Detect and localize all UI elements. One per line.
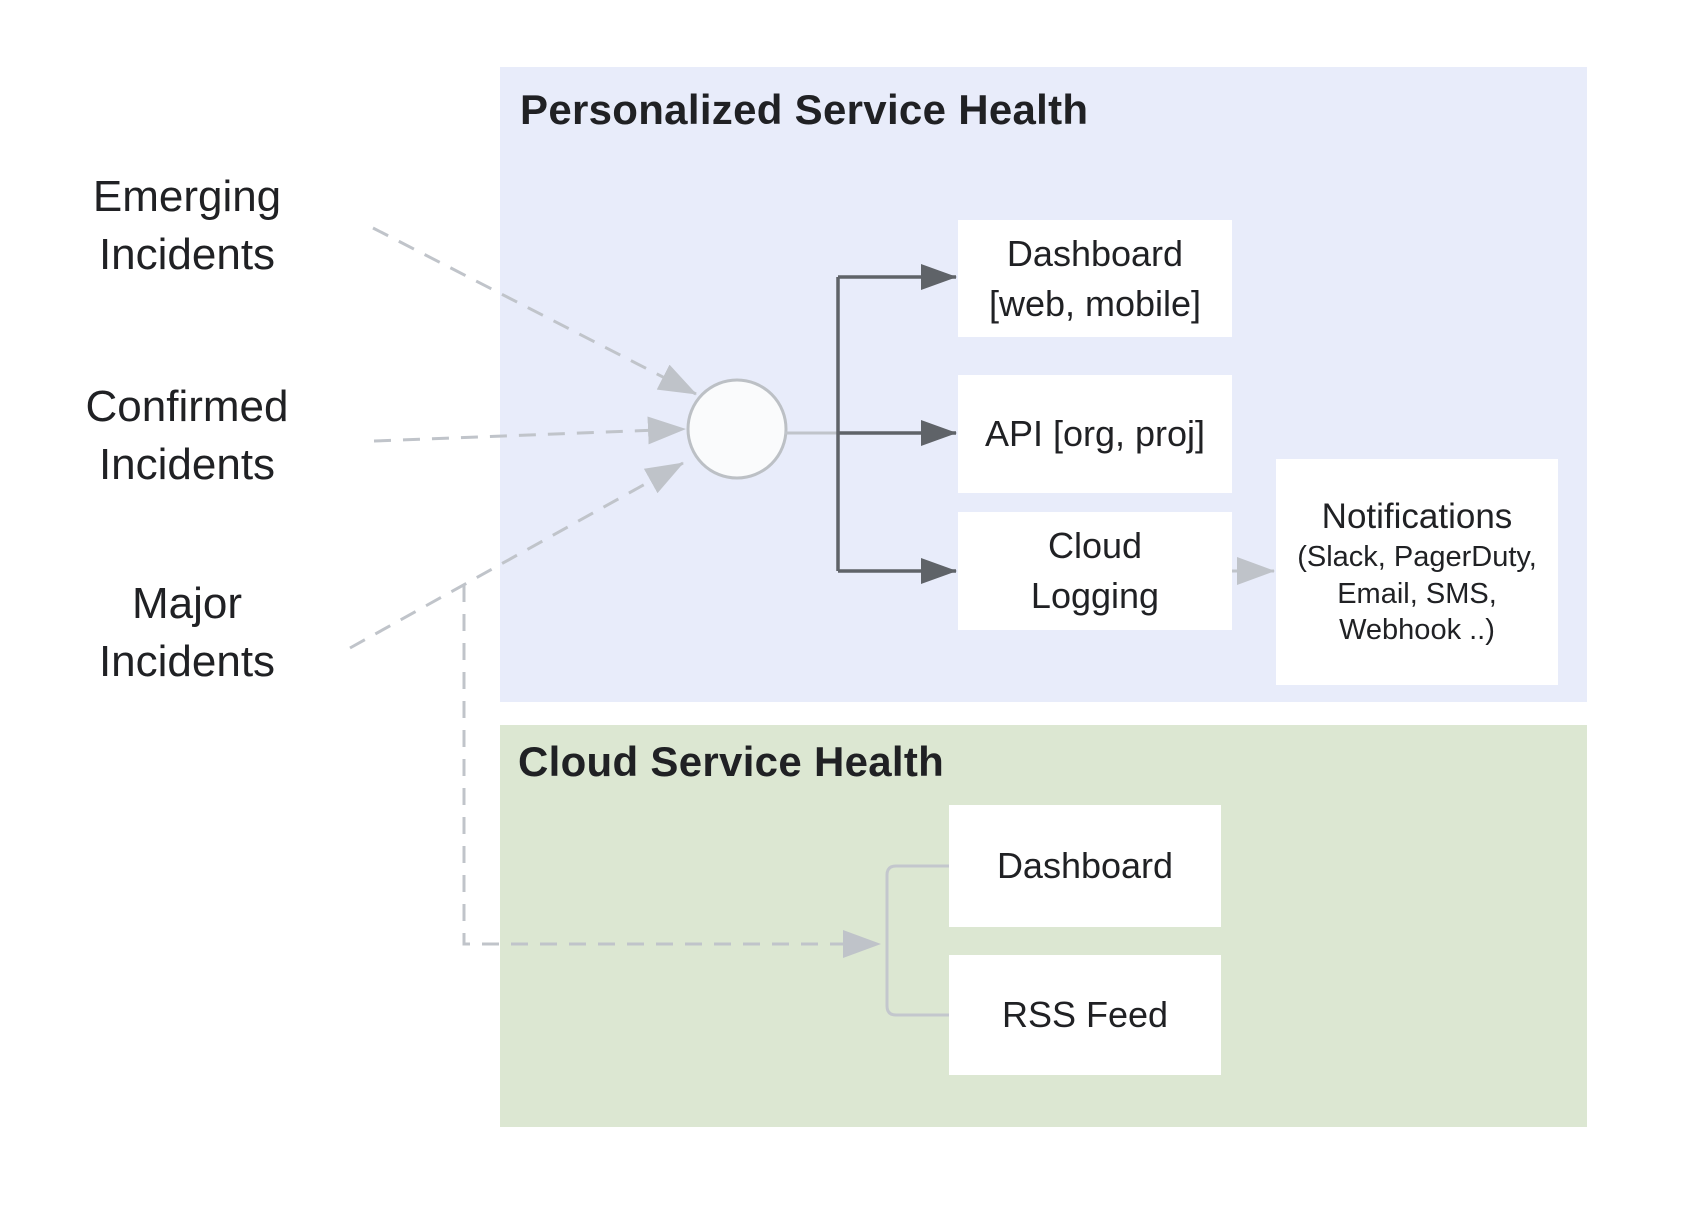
box-dashboard-web-mobile-label: Dashboard [web, mobile] bbox=[988, 232, 1202, 324]
notifications-title: Notifications bbox=[1321, 497, 1513, 537]
box-api-org-proj: API [org, proj] bbox=[958, 375, 1232, 493]
box-rss-feed: RSS Feed bbox=[949, 955, 1221, 1075]
personalized-panel-title: Personalized Service Health bbox=[520, 86, 1089, 133]
label-major-incidents: Major Incidents bbox=[98, 579, 276, 687]
label-confirmed-incidents: Confirmed Incidents bbox=[85, 382, 289, 490]
box-dashboard-web-mobile: Dashboard [web, mobile] bbox=[958, 220, 1232, 337]
box-cloud-dashboard: Dashboard bbox=[949, 805, 1221, 927]
box-notifications: Notifications (Slack, PagerDuty, Email, … bbox=[1276, 459, 1558, 685]
box-api-org-proj-label: API [org, proj] bbox=[984, 413, 1206, 455]
box-cloud-dashboard-label: Dashboard bbox=[996, 845, 1174, 887]
label-emerging-incidents: Emerging Incidents bbox=[92, 172, 282, 280]
box-rss-feed-label: RSS Feed bbox=[1001, 994, 1169, 1036]
cloud-panel-title: Cloud Service Health bbox=[518, 738, 945, 785]
box-cloud-logging-label: Cloud Logging bbox=[1030, 525, 1160, 616]
notifications-channels: (Slack, PagerDuty, Email, SMS, Webhook .… bbox=[1297, 541, 1537, 647]
box-cloud-logging: Cloud Logging bbox=[958, 512, 1232, 630]
